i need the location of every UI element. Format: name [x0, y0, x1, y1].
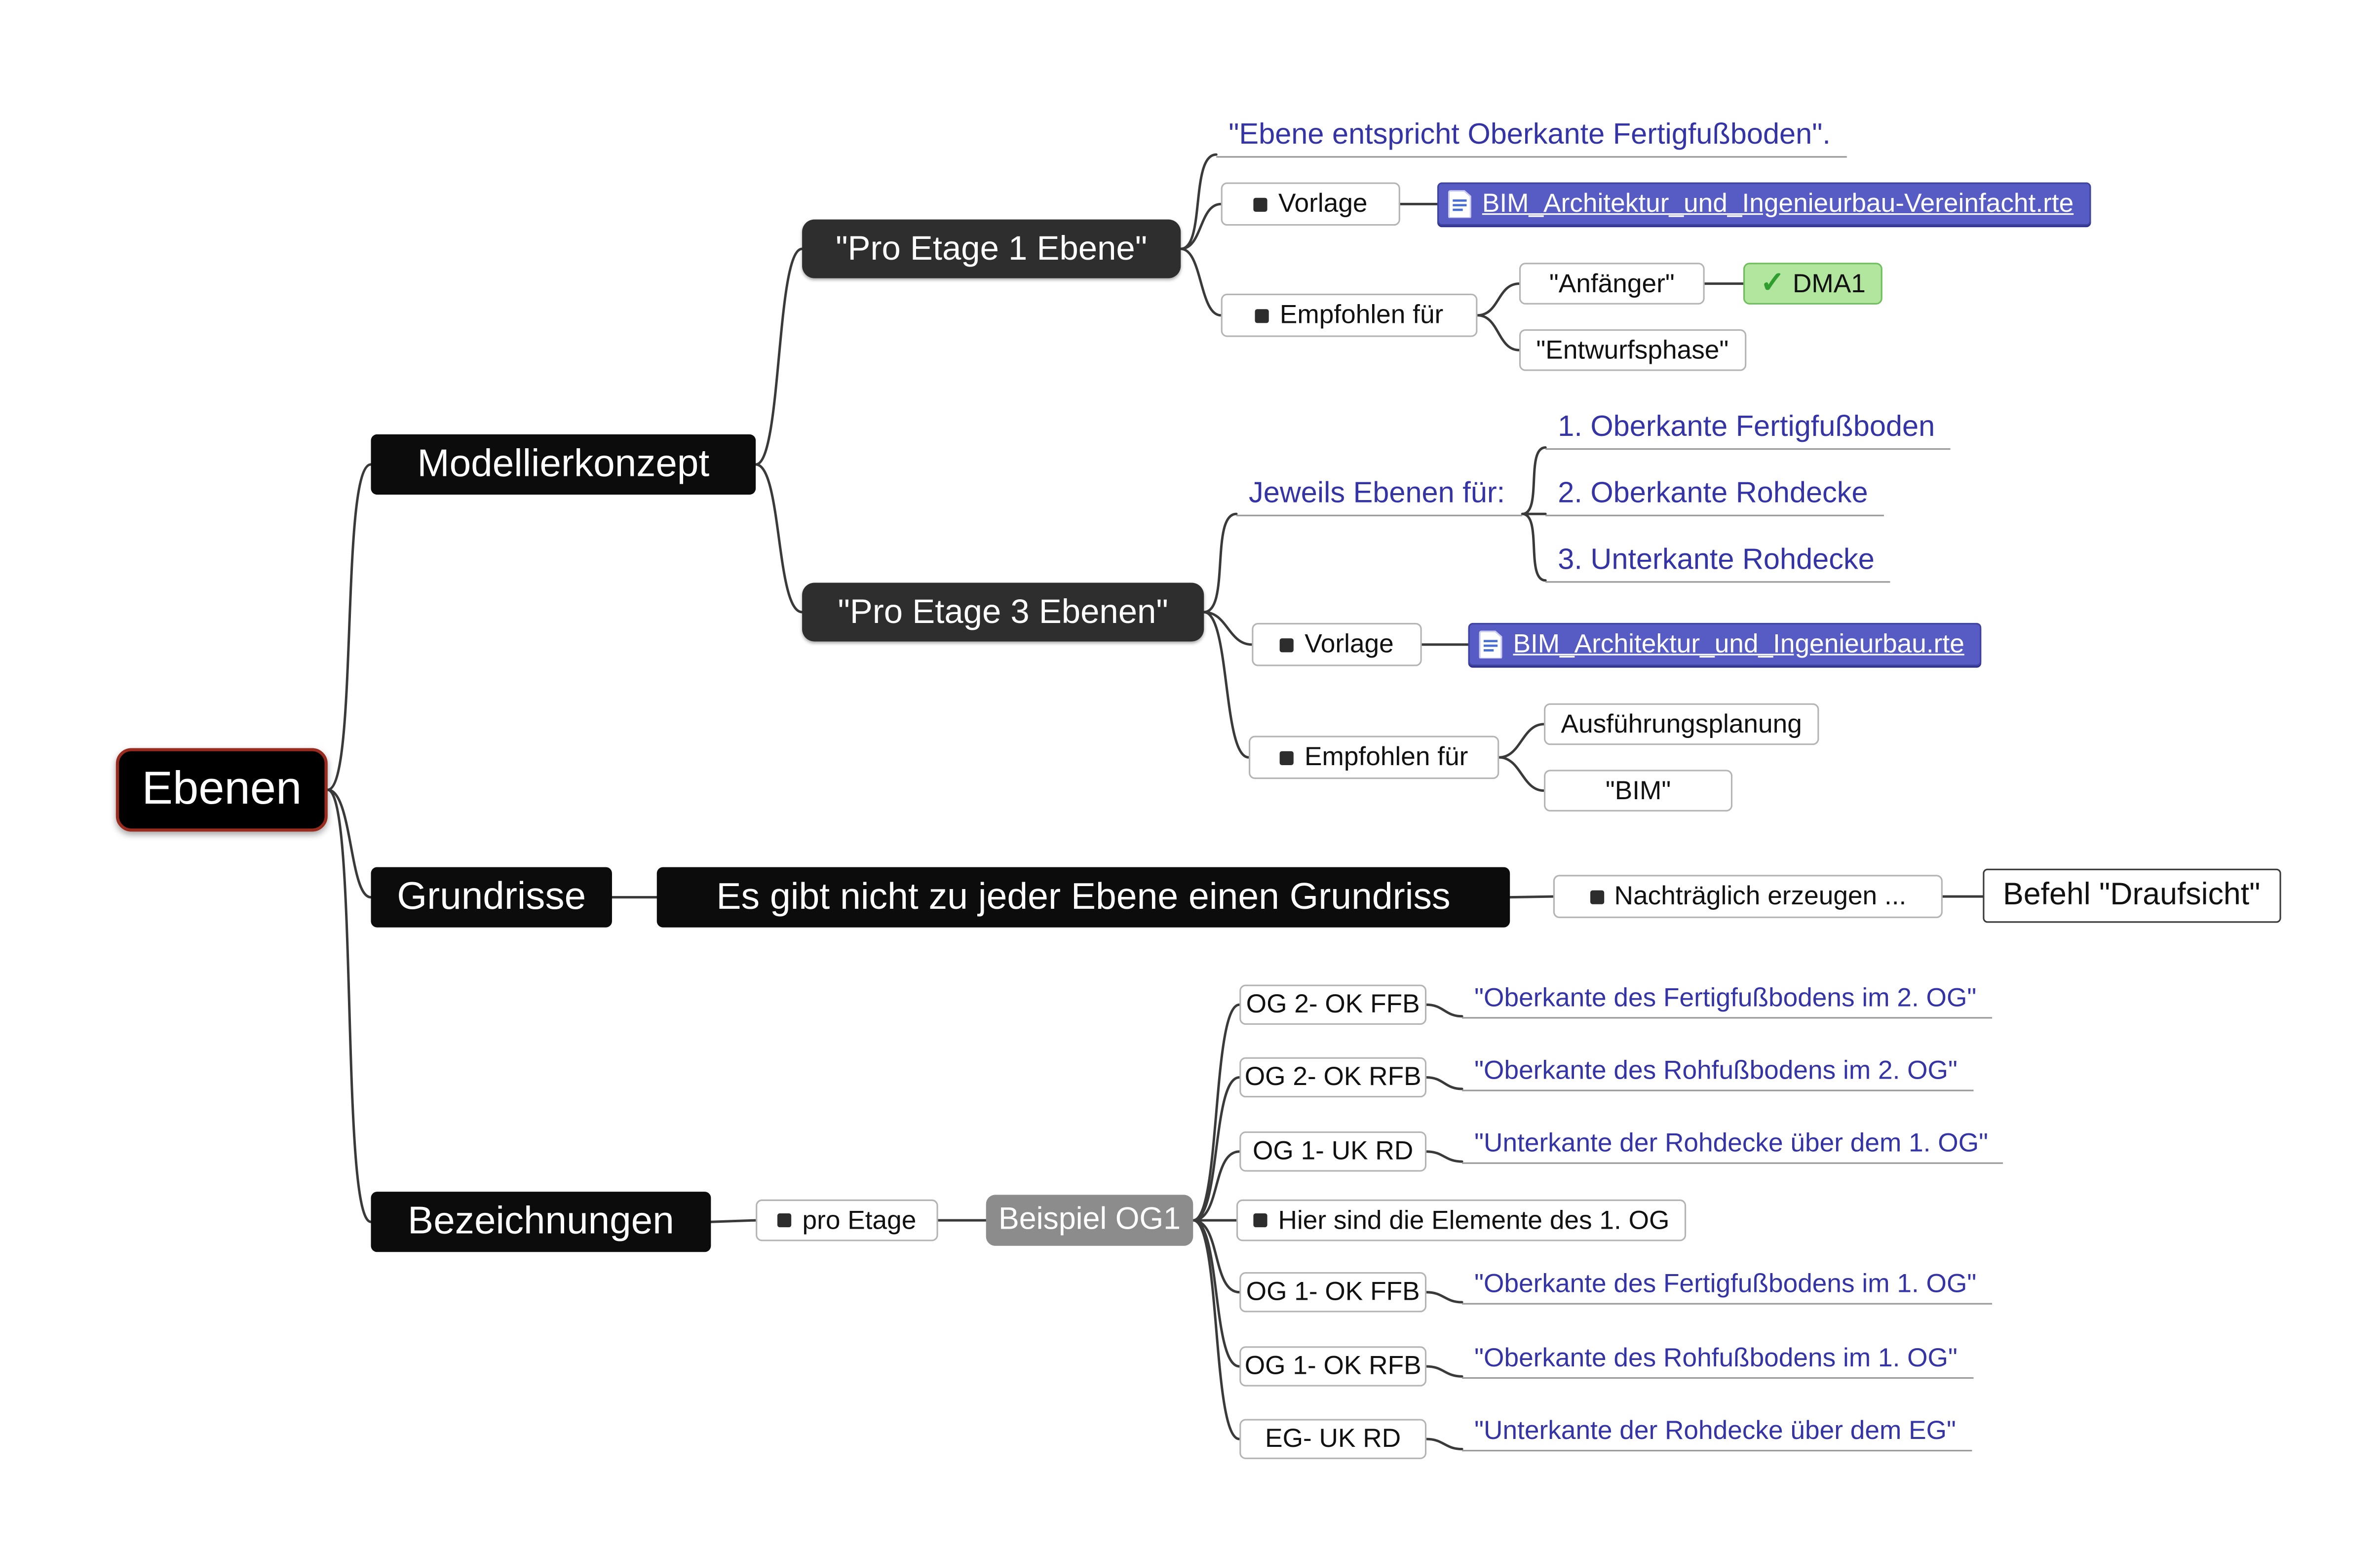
bim-label: "BIM" — [1605, 775, 1671, 805]
level-code-og2-ok-ffb[interactable]: OG 2- OK FFB — [1239, 984, 1427, 1025]
note-ebene-entspricht-oberkante[interactable]: "Ebene entspricht Oberkante Fertigfußbod… — [1216, 119, 1846, 157]
connector-bezeichnungen-subtree — [709, 1003, 1463, 1451]
level-desc-text: "Unterkante der Rohdecke über dem 1. OG" — [1474, 1128, 1988, 1158]
note-text: "Ebene entspricht Oberkante Fertigfußbod… — [1228, 119, 1831, 152]
dma1-badge[interactable]: ✓ DMA1 — [1743, 263, 1883, 305]
level-desc-text: "Unterkante der Rohdecke über dem EG" — [1474, 1416, 1956, 1445]
vorlage-label: Vorlage — [1278, 189, 1368, 218]
anfaenger-node[interactable]: "Anfänger" — [1519, 263, 1705, 305]
level-desc-og1-ok-ffb[interactable]: "Oberkante des Fertigfußbodens im 1. OG" — [1462, 1269, 1992, 1304]
level-desc-text: "Oberkante des Rohfußbodens im 1. OG" — [1474, 1343, 1958, 1373]
level-desc-text: "Oberkante des Fertigfußbodens im 1. OG" — [1474, 1269, 1977, 1299]
befehl-label: Befehl "Draufsicht" — [2003, 878, 2261, 912]
connector-pro-etage-3-subtree — [1202, 446, 1547, 792]
level-code-og1-ok-ffb[interactable]: OG 1- OK FFB — [1239, 1272, 1427, 1313]
square-bullet-icon — [1280, 637, 1294, 652]
anfaenger-label: "Anfänger" — [1549, 268, 1675, 298]
ausfuehrungsplanung-node[interactable]: Ausführungsplanung — [1544, 703, 1819, 745]
level-desc-eg-uk-rd[interactable]: "Unterkante der Rohdecke über dem EG" — [1462, 1416, 1972, 1451]
jeweils-ebenen-node[interactable]: Jeweils Ebenen für: — [1236, 477, 1523, 516]
nachtraeglich-erzeugen-node[interactable]: Nachträglich erzeugen ... — [1553, 875, 1943, 918]
level-desc-text: "Oberkante des Rohfußbodens im 2. OG" — [1474, 1055, 1958, 1086]
level-desc-og1-ok-rfb[interactable]: "Oberkante des Rohfußbodens im 1. OG" — [1462, 1343, 1973, 1378]
bim-node[interactable]: "BIM" — [1544, 770, 1733, 812]
node-pro-etage-1-ebene[interactable]: "Pro Etage 1 Ebene" — [802, 219, 1181, 278]
vorlage-node-1[interactable]: Vorlage — [1221, 182, 1400, 226]
level-code-og1-ok-rfb[interactable]: OG 1- OK RFB — [1239, 1346, 1427, 1387]
square-bullet-icon — [777, 1213, 792, 1228]
file-name: BIM_Architektur_und_Ingenieurbau-Vereinf… — [1482, 189, 2074, 218]
check-icon: ✓ — [1760, 267, 1785, 300]
connector-modellierkonzept-children — [754, 247, 804, 614]
node-pro-etage-3-ebenen[interactable]: "Pro Etage 3 Ebenen" — [802, 582, 1204, 642]
empfohlen-node-2[interactable]: Empfohlen für — [1249, 736, 1499, 779]
level-desc-og2-ok-ffb[interactable]: "Oberkante des Fertigfußbodens im 2. OG" — [1462, 983, 1992, 1018]
level-code-og1-uk-rd[interactable]: OG 1- UK RD — [1239, 1131, 1427, 1172]
empfohlen-label: Empfohlen für — [1279, 300, 1444, 329]
level-code-og2-ok-rfb[interactable]: OG 2- OK RFB — [1239, 1057, 1427, 1098]
file-icon — [1479, 630, 1502, 659]
entwurfsphase-label: "Entwurfsphase" — [1536, 334, 1729, 364]
root-node-ebenen[interactable]: Ebenen — [115, 748, 328, 832]
vorlage-node-2[interactable]: Vorlage — [1252, 622, 1422, 666]
empfohlen-node-1[interactable]: Empfohlen für — [1221, 293, 1478, 337]
list-item-text: 3. Unterkante Rohdecke — [1558, 544, 1875, 577]
list-item-oberkante-fertigfussboden[interactable]: 1. Oberkante Fertigfußboden — [1545, 411, 1951, 449]
file-name: BIM_Architektur_und_Ingenieurbau.rte — [1513, 629, 1964, 659]
connector-pro-etage-1-subtree — [1179, 153, 1745, 351]
level-code-label: OG 2- OK FFB — [1246, 989, 1420, 1019]
vorlage-label: Vorlage — [1305, 629, 1394, 659]
list-item-text: 1. Oberkante Fertigfußboden — [1558, 411, 1935, 444]
square-bullet-icon — [1279, 750, 1294, 765]
pro-etage-node[interactable]: pro Etage — [756, 1199, 938, 1242]
level-desc-text: "Oberkante des Fertigfußbodens im 2. OG" — [1474, 983, 1977, 1012]
branch-label: Bezeichnungen — [408, 1199, 674, 1243]
beispiel-og1-node[interactable]: Beispiel OG1 — [986, 1195, 1193, 1246]
node-label: "Pro Etage 3 Ebenen" — [838, 592, 1168, 631]
branch-label: Modellierkonzept — [417, 442, 710, 486]
entwurfsphase-node[interactable]: "Entwurfsphase" — [1519, 329, 1746, 371]
grundriss-statement-node[interactable]: Es gibt nicht zu jeder Ebene einen Grund… — [656, 867, 1510, 928]
level-code-label: EG- UK RD — [1265, 1423, 1401, 1453]
root-label: Ebenen — [142, 763, 302, 815]
connector-root-branches — [326, 463, 372, 1223]
level-code-label: OG 1- UK RD — [1252, 1136, 1414, 1165]
hier-elemente-node[interactable]: Hier sind die Elemente des 1. OG — [1236, 1199, 1687, 1242]
connector-grundrisse-subtree — [611, 895, 1984, 899]
square-bullet-icon — [1589, 890, 1604, 904]
level-desc-og1-uk-rd[interactable]: "Unterkante der Rohdecke über dem 1. OG" — [1462, 1128, 2004, 1164]
branch-label: Grundrisse — [397, 875, 586, 918]
empfohlen-label: Empfohlen für — [1304, 741, 1468, 772]
square-bullet-icon — [1253, 197, 1268, 211]
file-icon — [1448, 190, 1471, 218]
statement-label: Es gibt nicht zu jeder Ebene einen Grund… — [716, 875, 1451, 918]
branch-bezeichnungen[interactable]: Bezeichnungen — [371, 1192, 711, 1252]
square-bullet-icon — [1255, 308, 1269, 322]
jeweils-label: Jeweils Ebenen für: — [1249, 477, 1505, 510]
branch-grundrisse[interactable]: Grundrisse — [371, 867, 612, 928]
beispiel-label: Beispiel OG1 — [998, 1203, 1181, 1237]
pro-etage-label: pro Etage — [802, 1204, 917, 1235]
hier-elemente-label: Hier sind die Elemente des 1. OG — [1278, 1204, 1670, 1235]
square-bullet-icon — [1253, 1213, 1267, 1228]
level-desc-og2-ok-rfb[interactable]: "Oberkante des Rohfußbodens im 2. OG" — [1462, 1055, 1973, 1091]
level-code-eg-uk-rd[interactable]: EG- UK RD — [1239, 1419, 1427, 1459]
level-code-label: OG 1- OK RFB — [1244, 1351, 1421, 1381]
list-item-oberkante-rohdecke[interactable]: 2. Oberkante Rohdecke — [1545, 478, 1883, 516]
nachtraeglich-label: Nachträglich erzeugen ... — [1614, 881, 1907, 911]
level-code-label: OG 1- OK FFB — [1246, 1277, 1420, 1306]
template-file-link-ingenieurbau[interactable]: BIM_Architektur_und_Ingenieurbau.rte — [1468, 622, 1982, 666]
template-file-link-vereinfacht[interactable]: BIM_Architektur_und_Ingenieurbau-Vereinf… — [1437, 182, 2091, 226]
befehl-draufsicht-node[interactable]: Befehl "Draufsicht" — [1983, 868, 2281, 923]
node-label: "Pro Etage 1 Ebene" — [836, 229, 1148, 268]
level-code-label: OG 2- OK RFB — [1244, 1062, 1421, 1091]
list-item-text: 2. Oberkante Rohdecke — [1558, 477, 1868, 510]
badge-label: DMA1 — [1792, 268, 1866, 298]
list-item-unterkante-rohdecke[interactable]: 3. Unterkante Rohdecke — [1545, 544, 1890, 582]
branch-modellierkonzept[interactable]: Modellierkonzept — [371, 434, 756, 495]
ausfuehrungsplanung-label: Ausführungsplanung — [1561, 708, 1802, 738]
